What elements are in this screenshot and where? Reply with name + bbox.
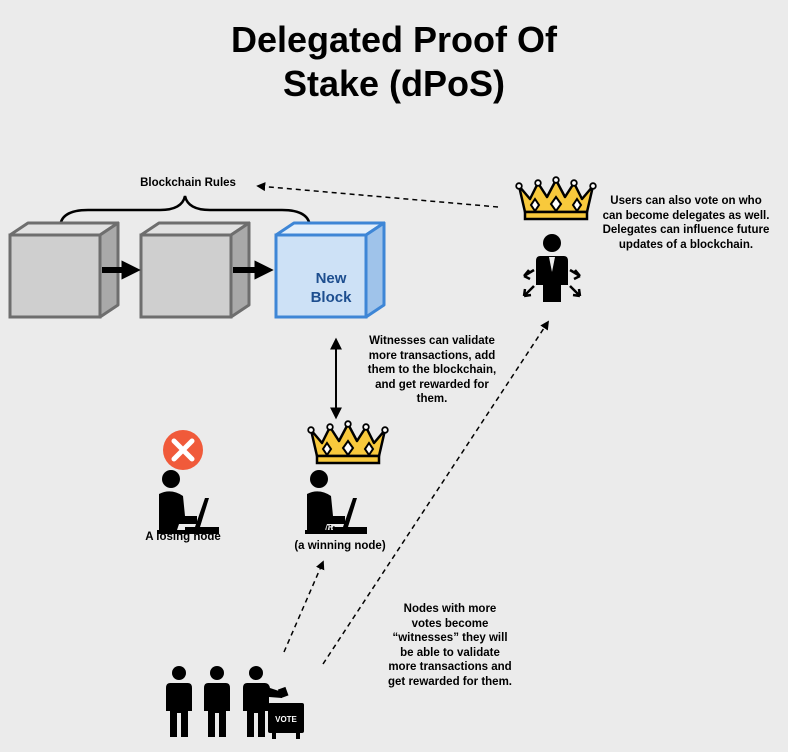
voters-note-line: votes become <box>411 617 489 630</box>
delegates-note-line: Users can also vote on who <box>610 195 762 207</box>
voters-note-line: more transactions and <box>388 661 512 673</box>
witness-note: Witnesses can validate more transactions… <box>352 334 512 407</box>
crown-icon <box>514 175 598 221</box>
page-title: Delegated Proof Of Stake (dPoS) <box>0 18 788 106</box>
witness-note-line: them to the blockchain, <box>367 364 497 376</box>
losing-node-label: A losing node <box>145 531 221 543</box>
new-block: New Block <box>274 221 386 319</box>
new-block-label-2: Block <box>311 289 353 306</box>
delegate-to-rules-arrow <box>256 182 499 208</box>
voters-to-witness-arrow <box>283 560 325 653</box>
losing-node-laptop-icon <box>157 470 219 534</box>
new-block-label-1: New <box>316 270 347 287</box>
blockchain-rules-label: Blockchain Rules <box>140 177 236 189</box>
delegates-note-line: Delegates can influence future <box>602 224 770 236</box>
title-line-2: Stake (dPoS) <box>282 63 506 104</box>
voters-note-line: be able to validate <box>400 646 500 659</box>
delegates-note: Users can also vote on who can become de… <box>596 194 776 252</box>
vote-box-label: VOTE <box>275 715 297 724</box>
delegates-note-line: can become delegates as well. <box>602 209 770 222</box>
voters-note-line: “witnesses” they will <box>392 632 508 644</box>
witness-note-line: more transactions, add <box>368 349 496 362</box>
voter-icon-3 <box>243 666 289 737</box>
title-line-1: Delegated Proof Of <box>230 19 558 60</box>
witness-note-line: them. <box>416 393 448 405</box>
voters-note-line: Nodes with more <box>403 603 497 615</box>
witness-label-line-1: Witness <box>318 525 362 537</box>
delegates-note-line: updates of a blockchain. <box>618 238 754 251</box>
delegate-person-icon <box>522 234 582 302</box>
witness-label: Witness (a winning node) <box>280 524 400 553</box>
voter-icon-1 <box>166 666 192 737</box>
voters-note-line: get rewarded for them. <box>388 675 512 688</box>
voter-icon-2 <box>204 666 230 737</box>
witness-label-line-2: (a winning node) <box>294 539 386 552</box>
blockchain-brace <box>58 195 312 229</box>
close-icon <box>163 430 203 470</box>
block-1 <box>8 221 120 319</box>
witness-note-line: and get rewarded for <box>375 378 489 391</box>
block-2 <box>139 221 251 319</box>
voters-note: Nodes with more votes become “witnesses”… <box>370 602 530 689</box>
witness-note-line: Witnesses can validate <box>369 335 495 347</box>
ballot-box-icon: VOTE <box>268 703 304 739</box>
witness-crown-icon <box>306 419 390 465</box>
